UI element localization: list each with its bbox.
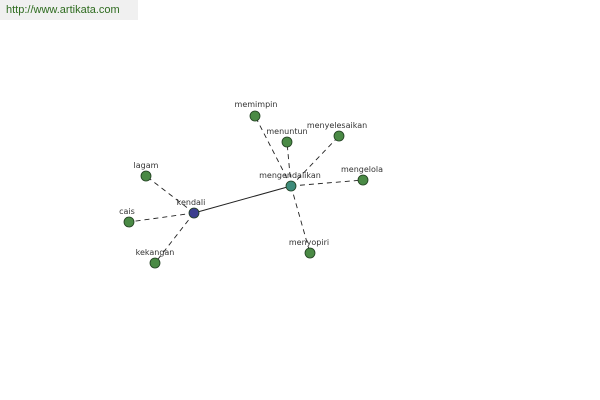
node-label-kekangan: kekangan [136, 248, 175, 257]
node-label-menyelesaikan: menyelesaikan [307, 121, 367, 130]
node-label-cais: cais [119, 207, 135, 216]
node-label-mengendalikan: mengendalikan [259, 171, 321, 180]
edge-kendali-mengendalikan [193, 185, 292, 214]
node-cais[interactable] [123, 216, 135, 228]
node-memimpin[interactable] [249, 110, 261, 122]
node-lagam[interactable] [140, 170, 152, 182]
watermark-url: http://www.artikata.com [0, 0, 138, 20]
node-menuntun[interactable] [281, 136, 293, 148]
edge-mengendalikan-menyelesaikan [290, 135, 340, 187]
node-label-mengelola: mengelola [341, 165, 383, 174]
node-label-memimpin: memimpin [235, 100, 278, 109]
node-menyelesaikan[interactable] [333, 130, 345, 142]
node-label-menuntun: menuntun [266, 127, 307, 136]
node-label-kendali: kendali [177, 198, 206, 207]
edge-mengendalikan-mengelola [290, 179, 364, 187]
edge-mengendalikan-menyopiri [290, 185, 311, 254]
node-kendali[interactable] [188, 207, 200, 219]
graph-edges [128, 115, 364, 264]
node-kekangan[interactable] [149, 257, 161, 269]
node-label-lagam: lagam [134, 161, 159, 170]
node-label-menyopiri: menyopiri [289, 238, 329, 247]
edge-kendali-kekangan [154, 212, 195, 264]
node-menyopiri[interactable] [304, 247, 316, 259]
edge-mengendalikan-menuntun [286, 141, 292, 187]
edge-mengendalikan-memimpin [254, 115, 292, 187]
graph-nodes [123, 110, 369, 269]
node-mengendalikan[interactable] [285, 180, 297, 192]
graph-labels: kendali mengendalikan lagam cais kekangan mem… [119, 100, 383, 257]
edge-kendali-cais [128, 212, 195, 223]
edge-kendali-lagam [145, 175, 195, 214]
node-mengelola[interactable] [357, 174, 369, 186]
